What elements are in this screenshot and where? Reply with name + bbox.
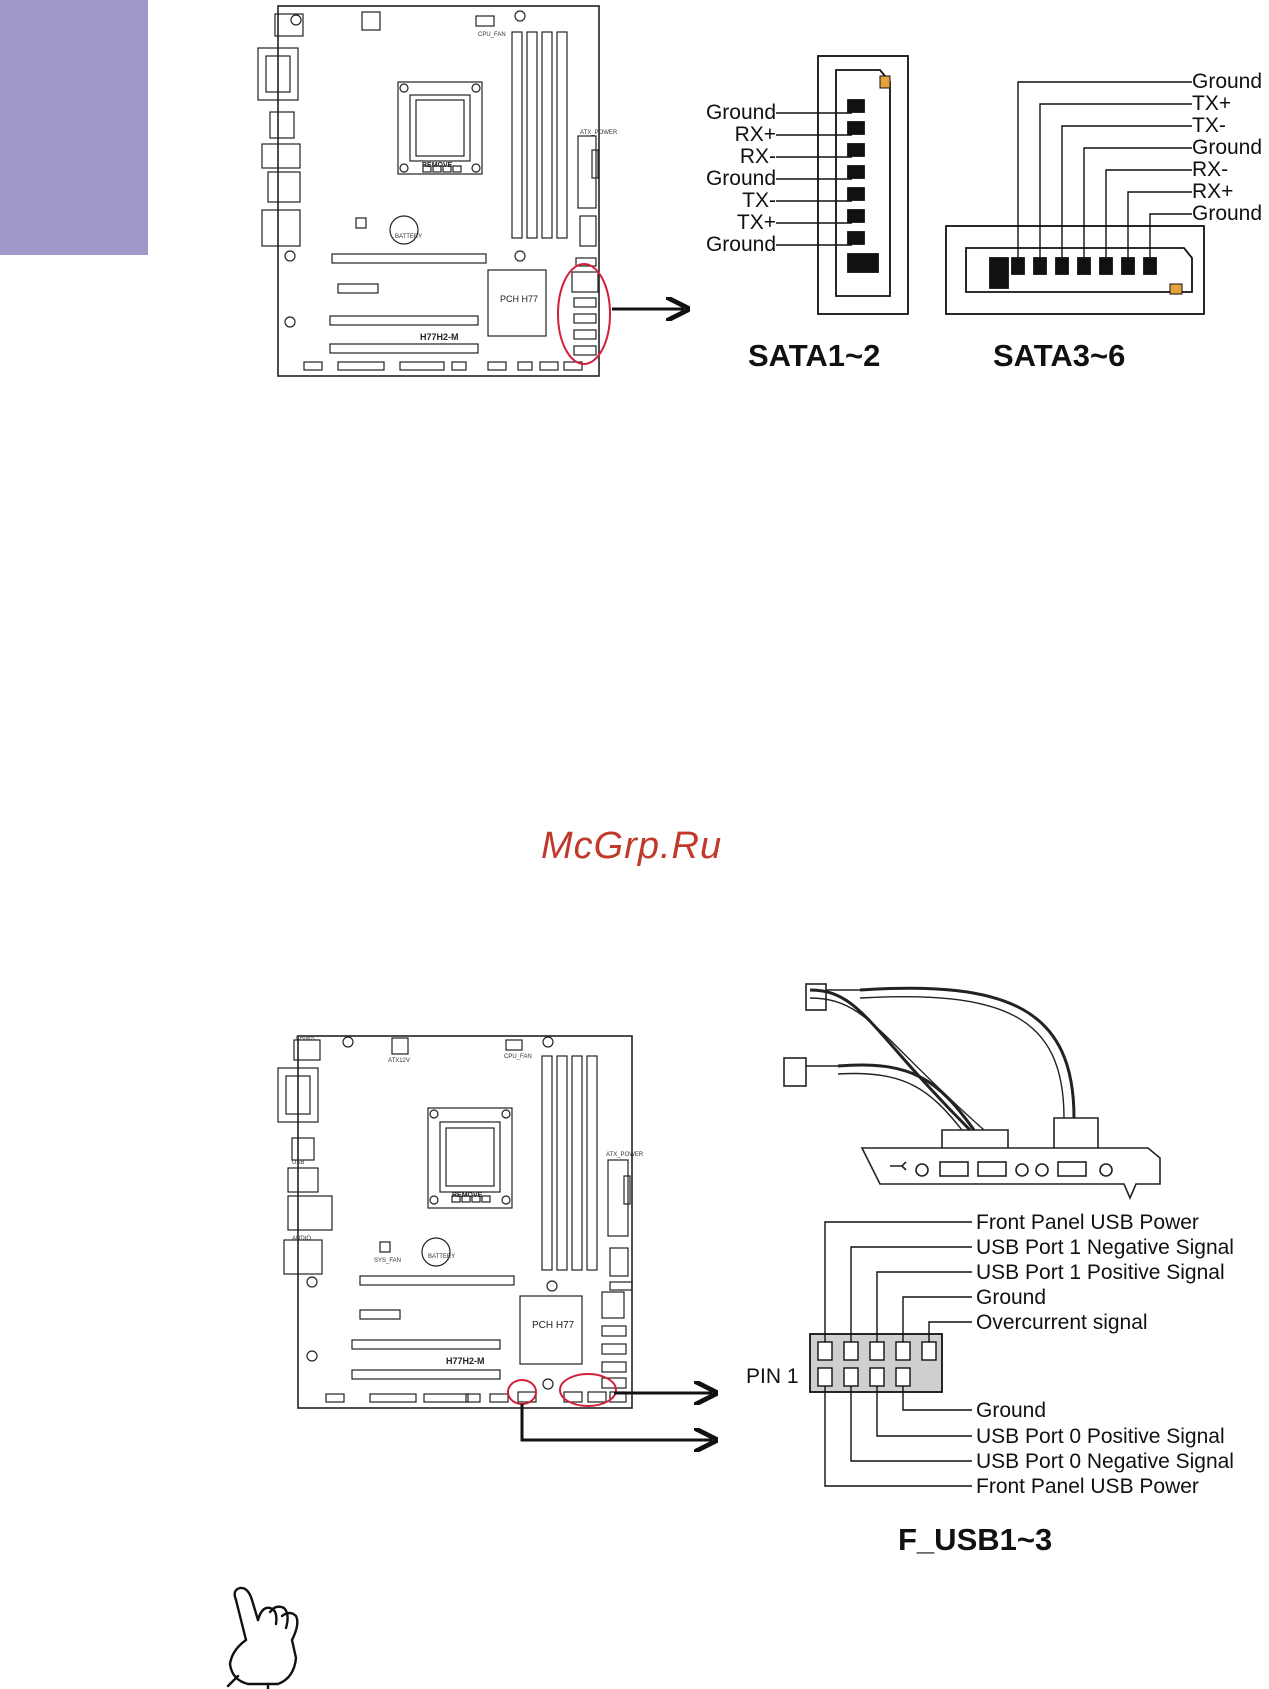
usb-cable-bracket	[783, 983, 1161, 1201]
sata12-label-6: TX+	[737, 211, 776, 234]
f-usb-label-top-3: USB Port 1 Positive Signal	[976, 1261, 1225, 1284]
motherboard-diagram-usb	[277, 1035, 633, 1409]
sata12-label-4: Ground	[706, 167, 776, 190]
sata12-label-3: RX-	[740, 145, 776, 168]
sata36-label-2: TX+	[1192, 92, 1231, 115]
sata12-pin-labels: Ground RX+ RX- Ground TX- TX+ Ground	[706, 101, 776, 256]
f-usb-arrow-2	[520, 1404, 712, 1440]
battery-label: BATTERY	[395, 234, 422, 240]
f-usb-label-top-4: Ground	[976, 1286, 1046, 1309]
sata12-label-7: Ground	[706, 233, 776, 256]
motherboard-diagram-sata	[257, 5, 600, 377]
atx-power-label-2: ATX_POWER	[606, 1152, 644, 1158]
audio-label: AUDIO	[292, 1236, 311, 1242]
atx-power-label: ATX_POWER	[580, 130, 618, 136]
battery-label-2: BATTERY	[428, 1254, 455, 1260]
sata12-caption: SATA1~2	[748, 338, 880, 373]
f-usb-label-top-5: Overcurrent signal	[976, 1311, 1148, 1334]
sata12-label-5: TX-	[742, 189, 776, 212]
pch-label-2: PCH H77	[532, 1320, 575, 1331]
sata36-caption: SATA3~6	[993, 338, 1125, 373]
sys-fan-label: SYS_FAN	[374, 1258, 401, 1264]
sata36-connector	[945, 81, 1205, 315]
model-label: H77H2-M	[420, 332, 459, 342]
motherboard-labels-bottom: REMOVE PCH H77 H77H2-M BATTERY SYS_FAN A…	[292, 1036, 644, 1366]
sata36-label-4: Ground	[1192, 136, 1262, 159]
sata-highlight-ellipse	[557, 263, 611, 365]
sata36-label-7: Ground	[1192, 202, 1262, 225]
pch-label: PCH H77	[500, 294, 538, 304]
sata36-label-3: TX-	[1192, 114, 1226, 137]
f-usb-pin-labels: Front Panel USB Power USB Port 1 Negativ…	[746, 1211, 1234, 1498]
pointing-hand-icon	[226, 1586, 299, 1689]
cpu-fan-label-2: CPU_FAN	[504, 1054, 532, 1060]
sata12-label-1: Ground	[706, 101, 776, 124]
f-usb-label-bottom-1: Ground	[976, 1399, 1046, 1422]
f-usb-highlight-2	[559, 1373, 617, 1407]
f-usb-caption: F_USB1~3	[898, 1522, 1052, 1557]
remove-label-2: REMOVE	[452, 1192, 483, 1199]
sata12-label-2: RX+	[735, 123, 776, 146]
sata36-label-6: RX+	[1192, 180, 1233, 203]
atx12v-label: ATX12V	[388, 1058, 410, 1064]
remove-label: REMOVE	[422, 162, 453, 169]
sata36-pin-labels: Ground TX+ TX- Ground RX- RX+ Ground	[1192, 70, 1262, 225]
sata36-label-5: RX-	[1192, 158, 1228, 181]
f-usb-label-bottom-2: USB Port 0 Positive Signal	[976, 1425, 1225, 1448]
f-usb-label-top-1: Front Panel USB Power	[976, 1211, 1199, 1234]
f-usb-header	[809, 1221, 972, 1487]
f-usb-label-top-2: USB Port 1 Negative Signal	[976, 1236, 1234, 1259]
model-label-2: H77H2-M	[446, 1356, 485, 1366]
motherboard-labels-top: REMOVE PCH H77 H77H2-M BATTERY ATX_POWER…	[395, 32, 618, 342]
f-usb-label-bottom-4: Front Panel USB Power	[976, 1475, 1199, 1498]
section-tab	[0, 0, 148, 255]
sata12-connector	[776, 55, 909, 315]
cpu-fan-label: CPU_FAN	[478, 32, 506, 38]
sata36-label-1: Ground	[1192, 70, 1262, 93]
usb-label: USB	[292, 1160, 304, 1166]
f-usb-label-bottom-3: USB Port 0 Negative Signal	[976, 1450, 1234, 1473]
watermark-text: McGrp.Ru	[541, 825, 722, 867]
pin1-label: PIN 1	[746, 1365, 799, 1388]
keybd-label: KB/MS	[296, 1036, 315, 1042]
